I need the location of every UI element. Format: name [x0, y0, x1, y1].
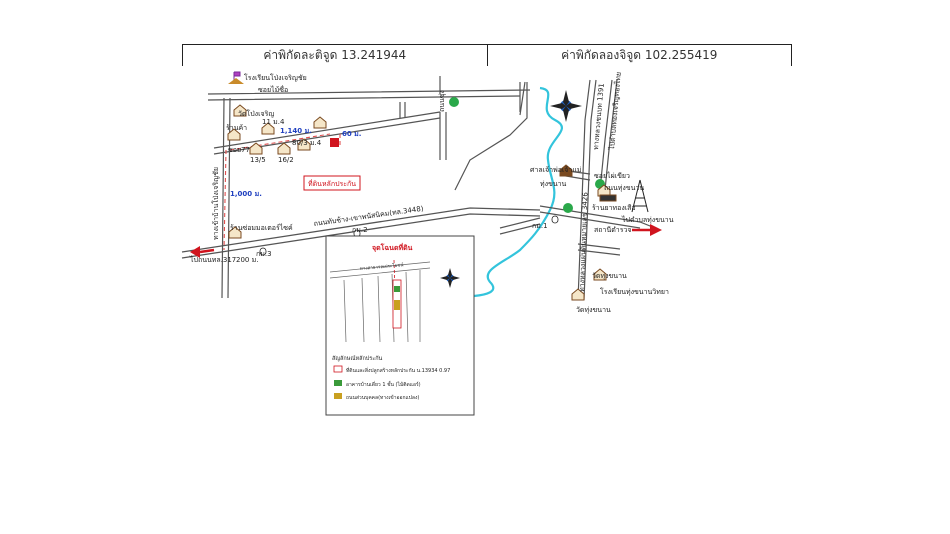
label-road-top-small: ถนนซุ่ง	[438, 90, 446, 112]
compass-icon	[550, 90, 582, 122]
route-dashes	[223, 133, 341, 251]
label-wat-pong-charoen: วัดโป่งเจริญ	[238, 109, 274, 118]
label-km1: กม.1	[532, 222, 548, 230]
label-dist-1140: 1,140 ม.	[280, 127, 312, 135]
river	[473, 86, 563, 298]
label-ran-kha: ร้านค้า	[226, 124, 247, 132]
temple-icon	[228, 78, 244, 84]
label-km2: กม.2	[352, 226, 368, 234]
inset-title: จุดโฉนดที่ดิน	[372, 242, 413, 252]
label-school-thung: ถนนทุ่งขนาน	[604, 184, 644, 192]
label-thung-khanan: ทุ่งขนาน	[540, 180, 567, 188]
label-to-right: ไปตำบลทุ่งขนาน	[621, 215, 674, 224]
marker-3-icon	[563, 203, 573, 213]
longitude-label: ค่าพิกัดลองจิจูด 102.255419	[486, 45, 792, 66]
collateral-label-box	[303, 175, 361, 191]
label-soi-pao: ซอยไผ่เขียว	[594, 171, 630, 180]
label-collateral: ที่ดินหลักประกัน	[308, 179, 356, 188]
label-moo4: 11 ม.4	[262, 118, 285, 126]
inset-legend-1: ที่ดินและสิ่งปลูกสร้างหลักประกัน น.13934…	[346, 367, 450, 374]
label-shrine: ศาลเจ้าพ่อเจ้าแม่	[530, 166, 581, 174]
label-km3: กม.3	[256, 250, 272, 258]
label-dist-60: 60 ม.	[342, 130, 361, 138]
house-icons	[227, 104, 617, 301]
latitude-label: ค่าพิกัดละติจูด 13.241944	[263, 48, 407, 62]
inset-road-label: ทางสาธารณประโยชน์	[360, 261, 404, 272]
label-to-left: ไปถนนทล.317	[189, 255, 236, 264]
label-soi77: ซอย77	[228, 146, 250, 154]
route-arrow-right-icon	[650, 224, 662, 236]
label-wat-thung-bottom: วัดทุ่งขนาน	[576, 306, 611, 314]
tower-icon	[631, 179, 649, 213]
label-h16-2: 16/2	[278, 156, 294, 164]
label-h80-3: 80/3 ม.4	[292, 139, 322, 147]
inset-compass-icon	[440, 268, 460, 288]
route-arrow-left-icon	[190, 246, 200, 258]
label-school-thung-witthaya: โรงเรียนทุ่งขนานวิทยา	[600, 287, 669, 296]
km-marker-icons	[259, 215, 559, 256]
label-dist-1000: 1,000 ม.	[230, 190, 262, 198]
label-highway-3426: ทางหลวงแผ่นดินหมายเลข 3426	[578, 192, 589, 292]
inset-legend-2: อาคารบ้านเดี่ยว 1 ชั้น (ไม้ติดแอร์)	[346, 379, 421, 388]
label-school-top: โรงเรียนโป่งเจริญชัย	[244, 73, 307, 82]
label-police: สถานีตำรวจ	[594, 226, 632, 234]
label-shop-motorcycle: ร้านซ่อมมอเตอร์ไซค์	[230, 223, 293, 232]
marker-1-icon	[449, 97, 459, 107]
inset-legend-heading: สัญลักษณ์หลักประกัน	[332, 355, 383, 362]
label-h13-5: 13/5	[250, 156, 266, 164]
label-wat-thung-sapphaya: วัดทุ่งขนาน	[592, 272, 627, 280]
label-to-top-right: ไปตำบลทองเจริญทองไทย	[607, 72, 623, 152]
label-dist-200: 200 ม.	[236, 256, 258, 264]
coordinate-bar: ค่าพิกัดละติจูด 13.241944 ค่าพิกัดลองจิจ…	[182, 44, 792, 66]
label-shop-right: ร้านยาทองเสือ	[592, 204, 636, 212]
flag-icon	[233, 71, 241, 80]
label-road-main: ถนนทับช้าง-เขาพนัสนิคม(ทล.3448)	[313, 205, 424, 228]
inset-legend-3: ถนนส่วนบุคคล(ทางเข้าออกแปลง)	[346, 394, 419, 401]
label-soi-mai-sue: ซอยไม้ซื่อ	[258, 85, 288, 94]
label-road-vertical-left: ทางเข้าบ้านโป่งเจริญชัย	[211, 167, 220, 240]
collateral-marker	[330, 138, 339, 147]
inset-map: จุดโฉนดที่ดิน ทางสาธารณประโยชน์ สัญลักษณ…	[325, 235, 475, 416]
